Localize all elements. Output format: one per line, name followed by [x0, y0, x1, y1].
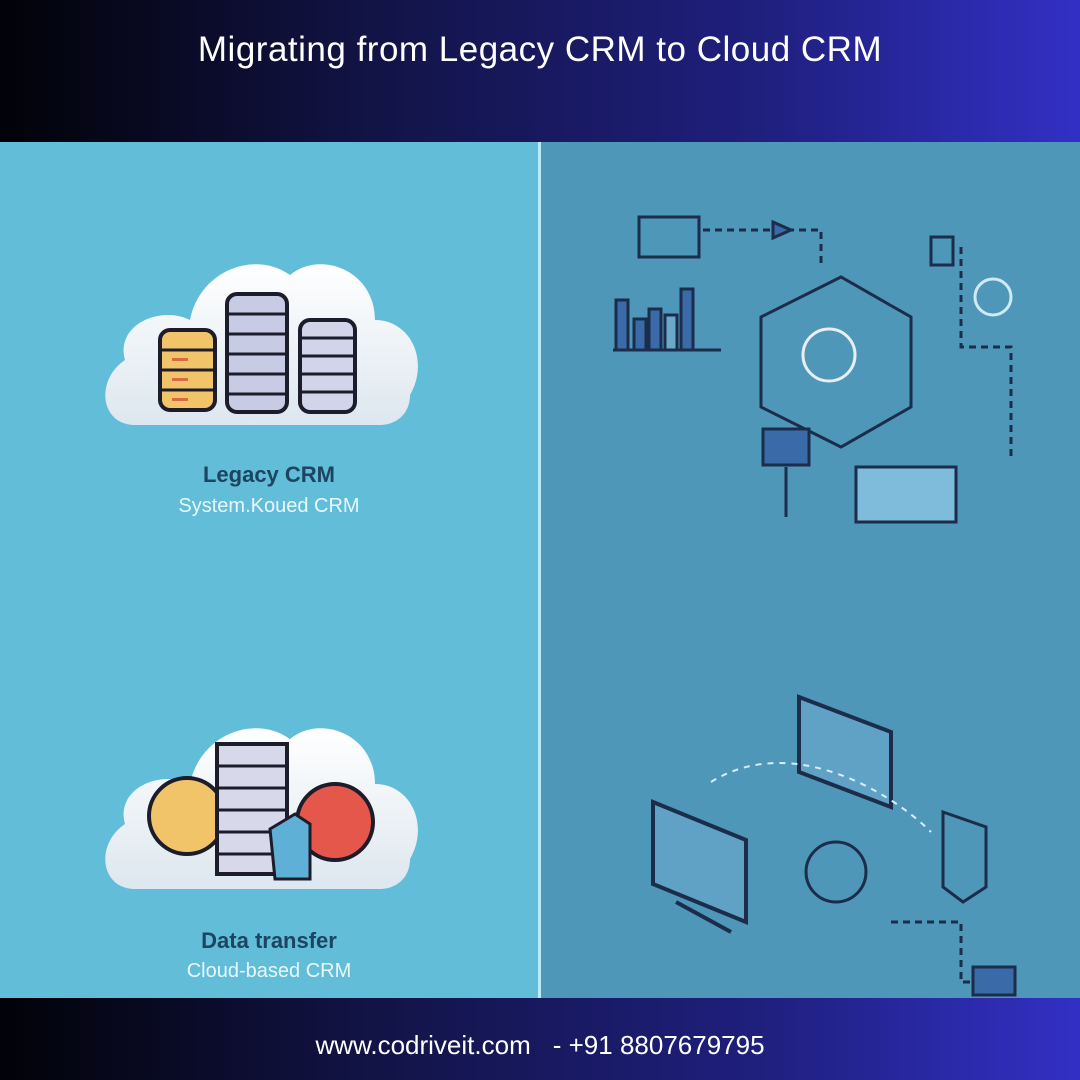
cloud-with-database-servers-icon	[105, 264, 418, 425]
page-title: Migrating from Legacy CRM to Cloud CRM	[197, 30, 883, 69]
cloud-with-server-and-users-icon	[105, 728, 418, 889]
legacy-crm-cloud-illustration	[95, 230, 425, 435]
footer-contact: www.codriveit.com - +91 8807679795	[0, 1030, 1080, 1061]
workflow-network-diagram-illustration	[613, 215, 1013, 524]
left-panel: Legacy CRM System.Koued CRM	[0, 142, 538, 998]
footer-banner: www.codriveit.com - +91 8807679795	[0, 998, 1080, 1080]
data-transfer-title: Data transfer	[201, 928, 337, 953]
phone-number: - +91 8807679795	[552, 1030, 765, 1060]
data-transfer-cloud-illustration	[95, 694, 425, 894]
panel-divider	[538, 142, 541, 998]
cloud-devices-support-illustration	[651, 694, 1017, 997]
legacy-crm-subtitle: System.Koued CRM	[178, 495, 360, 517]
header-banner: Migrating from Legacy CRM to Cloud CRM	[0, 0, 1080, 142]
legacy-crm-title: Legacy CRM	[202, 462, 336, 487]
right-panel	[541, 142, 1080, 998]
data-transfer-subtitle: Cloud-based CRM	[186, 960, 352, 982]
website-link[interactable]: www.codriveit.com	[315, 1030, 531, 1060]
